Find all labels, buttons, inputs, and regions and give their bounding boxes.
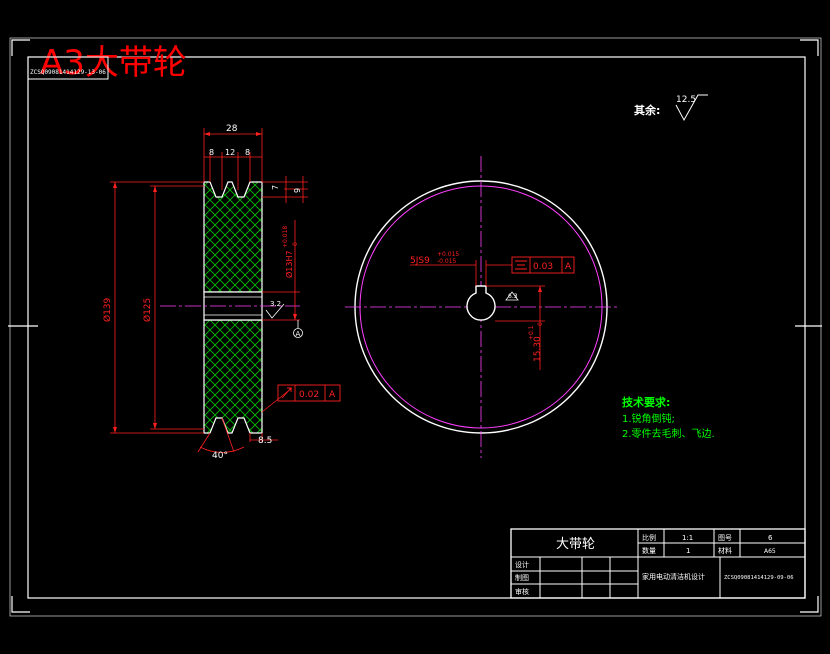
tb-row-design: 设计: [515, 560, 529, 569]
req-title: 技术要求:: [622, 395, 670, 409]
side-view: 28 8 12 8 7 9 Ø139 Ø125 Ø13H7 +0.018 0 3…: [102, 124, 341, 461]
bore-tol-lower: 0: [292, 242, 299, 246]
symmetry-frame: [511, 256, 575, 274]
dim-pitch-dia: Ø125: [142, 298, 153, 322]
dim-bore-dia: Ø13H7: [284, 250, 294, 278]
dim-groove-depth: 9: [293, 188, 302, 193]
tb-qty-label: 数量: [642, 546, 656, 555]
top-drawing-code: ZCSQ09081414129-13-06: [30, 69, 106, 76]
title-block: [510, 528, 806, 599]
tb-scale-label: 比例: [642, 533, 656, 542]
keyway-tol-lower: -0.015: [437, 258, 457, 265]
key-roughness-icon: [505, 291, 519, 301]
tb-material-label: 材料: [718, 546, 732, 555]
dim-left: 8: [209, 148, 214, 157]
roughness-symbol-icon: [675, 94, 708, 122]
tb-scale-value: 1:1: [682, 534, 693, 542]
key-depth-tol-lower: 0: [537, 322, 544, 326]
req-item-2: 2.零件去毛刺、飞边.: [622, 428, 715, 440]
dim-mid: 12: [225, 148, 235, 157]
runout-value: 0.02: [299, 390, 319, 400]
tb-material-value: A65: [764, 548, 776, 555]
key-depth-tol: +0.1: [528, 325, 535, 340]
outer-frame: [8, 37, 822, 617]
front-view: 5JS9 +0.015 -0.015 0.03 A 6.3 15.30 +0.1…: [345, 156, 620, 458]
surface-note-label: 其余:: [634, 103, 660, 117]
req-item-1: 1.锐角倒钝;: [622, 412, 675, 425]
bore-roughness-icon: [265, 303, 285, 319]
symmetry-icon: [515, 260, 527, 270]
symmetry-datum: A: [565, 262, 572, 272]
dim-bottom: 8.5: [258, 436, 272, 446]
dim-width-overall: 28: [226, 124, 238, 134]
bore-keyway: [466, 285, 496, 321]
datum-circle: [293, 328, 303, 338]
tb-row-check: 审核: [515, 587, 529, 596]
tb-project-name: 家用电动清洁机设计: [642, 572, 705, 581]
pulley-section-upper: [203, 181, 263, 293]
runout-frame: [277, 384, 341, 402]
top-code-box: [27, 56, 109, 80]
tb-sheet-value: 6: [768, 534, 773, 542]
dim-right: 8: [245, 148, 250, 157]
pulley-section-lower: [203, 319, 263, 434]
runout-arrow-icon: [281, 387, 292, 399]
groove-angle: 40°: [212, 451, 228, 461]
key-depth: 15.30: [533, 336, 543, 362]
tb-qty-value: 1: [686, 547, 690, 555]
dim-outer-dia: Ø139: [102, 297, 113, 322]
dim-top-offset: 7: [271, 185, 280, 190]
tb-part-name: 大带轮: [556, 537, 595, 552]
tb-row-drawing: 制图: [515, 573, 529, 582]
keyway-dim: 5JS9: [410, 256, 430, 266]
key-roughness: 6.3: [508, 293, 518, 300]
technical-requirements: 技术要求: 1.锐角倒钝; 2.零件去毛刺、飞边.: [622, 395, 715, 440]
bore-tol-upper: +0.018: [282, 226, 289, 248]
tb-sheet-label: 图号: [718, 534, 732, 542]
tb-drawing-code: ZCSQ09081414129-09-06: [724, 575, 794, 581]
datum-label: A: [296, 330, 301, 338]
surface-value: 12.5: [676, 95, 696, 105]
watermark-title: A3大带轮: [40, 43, 187, 83]
runout-datum: A: [329, 390, 336, 400]
keyway-tol-upper: +0.015: [437, 251, 459, 258]
bore-roughness: 3.2: [270, 300, 281, 308]
symmetry-value: 0.03: [533, 262, 553, 272]
